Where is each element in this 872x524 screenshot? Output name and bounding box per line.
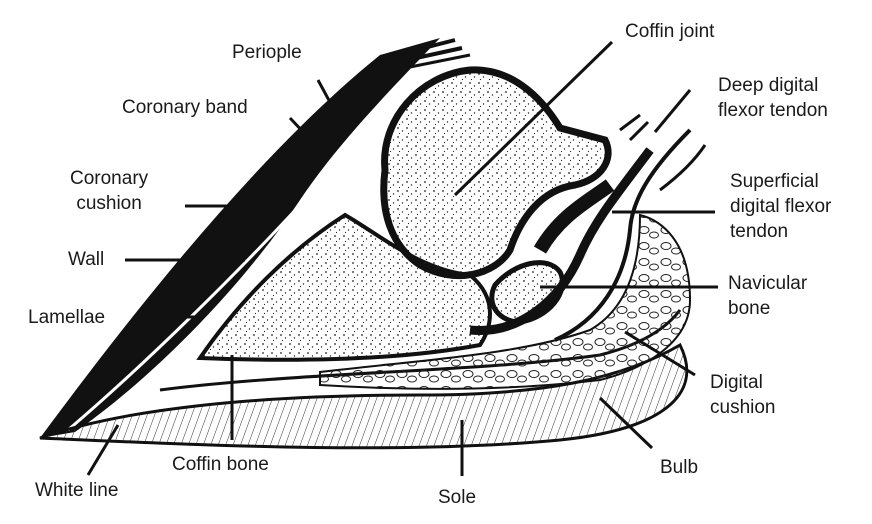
- leader-deep-flexor: [655, 90, 690, 132]
- label-lamellae-text: Lamellae: [28, 305, 105, 330]
- label-superficial-flexor-line3: tendon: [730, 219, 831, 244]
- short-pastern-bone-shape: [384, 70, 608, 276]
- label-deep-flexor-line2: flexor tendon: [718, 98, 828, 123]
- label-deep-flexor-line1: Deep digital: [718, 73, 828, 98]
- label-lamellae: Lamellae: [28, 305, 105, 330]
- label-coronary-cushion: Coronary cushion: [70, 166, 148, 216]
- label-superficial-flexor-line1: Superficial: [730, 169, 831, 194]
- label-white-line-text: White line: [35, 478, 118, 503]
- label-periople-text: Periople: [232, 40, 302, 65]
- label-navicular-bone: Navicular bone: [728, 271, 807, 321]
- label-coronary-cushion-line1: Coronary: [70, 166, 148, 191]
- label-navicular-line1: Navicular: [728, 271, 807, 296]
- label-coffin-joint-text: Coffin joint: [625, 19, 714, 44]
- label-digital-cushion-line1: Digital: [710, 370, 776, 395]
- label-sole: Sole: [438, 485, 476, 510]
- label-sole-text: Sole: [438, 485, 476, 510]
- label-coffin-bone: Coffin bone: [172, 452, 269, 477]
- label-coronary-cushion-line2: cushion: [70, 191, 148, 216]
- label-deep-digital-flexor-tendon: Deep digital flexor tendon: [718, 73, 828, 123]
- label-wall-text: Wall: [68, 247, 104, 272]
- label-bulb: Bulb: [660, 455, 698, 480]
- label-digital-cushion: Digital cushion: [710, 370, 776, 420]
- label-digital-cushion-line2: cushion: [710, 395, 776, 420]
- label-periople: Periople: [232, 40, 302, 65]
- label-superficial-digital-flexor-tendon: Superficial digital flexor tendon: [730, 169, 831, 244]
- label-bulb-text: Bulb: [660, 455, 698, 480]
- label-white-line: White line: [35, 478, 118, 503]
- label-coffin-bone-text: Coffin bone: [172, 452, 269, 477]
- label-coronary-band: Coronary band: [122, 95, 248, 120]
- label-wall: Wall: [68, 247, 104, 272]
- label-superficial-flexor-line2: digital flexor: [730, 194, 831, 219]
- label-coffin-joint: Coffin joint: [625, 19, 714, 44]
- label-navicular-line2: bone: [728, 296, 807, 321]
- label-coronary-band-text: Coronary band: [122, 95, 248, 120]
